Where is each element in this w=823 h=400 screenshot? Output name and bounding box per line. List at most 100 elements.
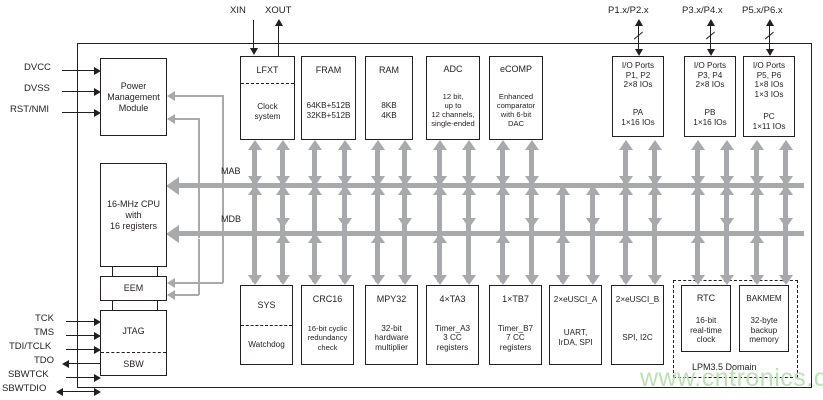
port-arrow-pb-down xyxy=(706,49,715,56)
block-fram-sub: 64KB+512B 32KB+512B xyxy=(306,101,351,120)
block-mpy32-sub: 32-bit hardware multiplier xyxy=(374,323,409,352)
block-rtc[interactable]: RTC 16-bit real-time clock xyxy=(681,285,731,352)
block-eusci-b-title: 2×eUSCI_B xyxy=(615,294,660,304)
bus-arrow-mab-up-q xyxy=(749,185,764,195)
bus-stub-lfxt-up-a xyxy=(252,150,257,186)
block-eem[interactable]: EEM xyxy=(100,276,167,301)
bus-arrow-ta3-dn-b xyxy=(461,275,476,285)
block-ram-title: RAM xyxy=(379,64,399,75)
pmm-feedback-vert-2 xyxy=(198,118,200,238)
bus-arrow-ecomp-up-b xyxy=(524,140,539,150)
pin-arrow-tditclk xyxy=(94,345,101,354)
bus-arrow-mdb-dn-a xyxy=(275,218,290,228)
bus-arrow-usa-dn-a xyxy=(555,275,570,285)
bus-arrow-ram-dn-b xyxy=(397,176,412,186)
cpu-eem-connector xyxy=(112,267,158,276)
bus-arrow-mab-up-a xyxy=(247,185,262,195)
bus-arrow-mdb-dn-d xyxy=(461,218,476,228)
pin-arrow-tdo xyxy=(62,359,69,368)
pin-label-dvss: DVSS xyxy=(24,83,50,94)
bus-arrow-mab-up-i xyxy=(495,185,510,195)
bus-stub-lfxt-up-b xyxy=(280,150,285,186)
bus-arrow-pb-up-b xyxy=(719,140,734,150)
block-lfxt[interactable]: LFXT Clock system xyxy=(240,56,295,140)
bus-arrow-mdb-up-g xyxy=(618,233,633,243)
block-mpy32-title: MPY32 xyxy=(376,293,407,304)
bus-arrow-rtc-dn-b xyxy=(719,275,734,285)
block-timer-a3[interactable]: 4×TA3 Timer_A3 3 CC registers xyxy=(426,285,479,365)
block-lfxt-divider xyxy=(241,83,294,84)
pin-line-tck xyxy=(66,321,97,323)
block-adc[interactable]: ADC 12 bit, up to 12 channels, single-en… xyxy=(426,56,480,140)
bus-arrow-adc-up-a xyxy=(432,140,447,150)
bus-arrow-lfxt-dn-b xyxy=(275,176,290,186)
bus-vert-tb7-b xyxy=(529,186,534,282)
block-timer-b7[interactable]: 1×TB7 Timer_B7 7 CC registers xyxy=(489,285,542,365)
bus-mab-arrow-to-cpu xyxy=(166,176,179,195)
pin-arrow-dvcc xyxy=(94,66,101,75)
block-mpy32[interactable]: MPY32 32-bit hardware multiplier xyxy=(365,285,418,365)
block-fram-title: FRAM xyxy=(315,64,342,75)
pin-label-p3p4: P3.x/P4.x xyxy=(682,5,723,16)
block-port-pc-sub: PC 1×11 IOs xyxy=(752,111,786,131)
block-port-pb-sub: PB 1×16 IOs xyxy=(693,107,727,127)
bus-arrow-mdb-dn-f xyxy=(585,218,600,228)
block-sys[interactable]: SYS Watchdog xyxy=(240,285,293,365)
pin-label-xout: XOUT xyxy=(265,5,292,16)
block-port-pa[interactable]: I/O Ports P1, P2 2×8 IOs PA 1×16 IOs xyxy=(612,56,664,137)
bus-mdb-label: MDB xyxy=(221,214,241,224)
bus-vert-mpy-b xyxy=(402,186,407,282)
pin-arrow-dvss xyxy=(94,87,101,96)
pin-label-p5p6: P5.x/P6.x xyxy=(742,5,783,16)
block-ram[interactable]: RAM 8KB 4KB xyxy=(365,56,413,140)
bus-stub-pb-up-a xyxy=(695,150,700,186)
block-fram[interactable]: FRAM 64KB+512B 32KB+512B xyxy=(301,56,356,140)
pmm-feedback-line-1 xyxy=(175,95,223,97)
block-sys-title: SYS xyxy=(257,299,276,310)
bus-arrow-ecomp-dn-a xyxy=(495,176,510,186)
pin-label-tck: TCK xyxy=(35,313,54,324)
block-bakmem[interactable]: BAKMEM 32-byte backup memory xyxy=(739,285,789,352)
port-arrow-pc-up xyxy=(765,19,774,26)
bus-stub-pa-up-a xyxy=(623,150,628,186)
bus-stub-ram-up-a xyxy=(375,150,380,186)
block-sbw-title: SBW xyxy=(123,358,144,369)
pmm-feedback-arrow-2 xyxy=(167,113,175,124)
block-crc16[interactable]: CRC16 16-bit cyclic redundancy check xyxy=(301,285,354,365)
block-port-pc[interactable]: I/O Ports P5, P6 1×8 IOs 1×3 IOs PC 1×11… xyxy=(743,56,795,137)
bus-arrow-sys-dn-a xyxy=(247,275,262,285)
bus-arrow-mab-up-j xyxy=(524,185,539,195)
block-jtag[interactable]: JTAG SBW xyxy=(100,310,167,376)
bus-stub-ram-up-b xyxy=(402,150,407,186)
bus-vert-sys-a xyxy=(252,186,257,282)
block-eusci-a-title: 2×eUSCI_A xyxy=(553,294,598,304)
block-rtc-title: RTC xyxy=(696,292,716,303)
bus-arrow-mab-up-f xyxy=(397,185,412,195)
block-crc16-sub: 16-bit cyclic redundancy check xyxy=(307,324,348,352)
pin-arrow-sbwtdio-out xyxy=(56,387,63,396)
block-cpu[interactable]: 16-MHz CPU with 16 registers xyxy=(100,163,167,267)
bus-arrow-fram-dn-b xyxy=(337,176,352,186)
bus-stub-pa-up-b xyxy=(652,150,657,186)
bus-arrow-mdb-dn-b xyxy=(337,218,352,228)
block-port-pa-sub: PA 1×16 IOs xyxy=(621,107,655,127)
block-eusci-a[interactable]: 2×eUSCI_A UART, IrDA, SPI xyxy=(549,285,602,365)
bus-arrow-mab-up-e xyxy=(370,185,385,195)
bus-mdb-line xyxy=(172,231,804,236)
bus-arrow-pa-up-a xyxy=(618,140,633,150)
bus-arrow-mdb-up-e xyxy=(495,233,510,243)
chip-boundary xyxy=(77,43,812,388)
block-eusci-a-sub: UART, IrDA, SPI xyxy=(558,328,593,347)
bus-arrow-rtc-dn-a xyxy=(690,275,705,285)
block-ecomp[interactable]: eCOMP Enhanced comparator with 6-bit DAC xyxy=(489,56,543,140)
bus-arrow-crc-dn-a xyxy=(307,275,322,285)
block-port-pc-title: I/O Ports P5, P6 1×8 IOs 1×3 IOs xyxy=(752,61,786,99)
lpm35-domain-boundary xyxy=(673,280,798,378)
block-eusci-b[interactable]: 2×eUSCI_B SPI, I2C xyxy=(611,285,664,365)
bus-stub-adc-up-a xyxy=(437,150,442,186)
block-power-management[interactable]: Power Management Module xyxy=(100,58,167,136)
pin-label-dvcc: DVCC xyxy=(24,62,51,73)
block-port-pb[interactable]: I/O Ports P3, P4 2×8 IOs PB 1×16 IOs xyxy=(684,56,736,137)
pin-label-tms: TMS xyxy=(34,327,55,338)
bus-arrow-mdb-up-f xyxy=(555,233,570,243)
